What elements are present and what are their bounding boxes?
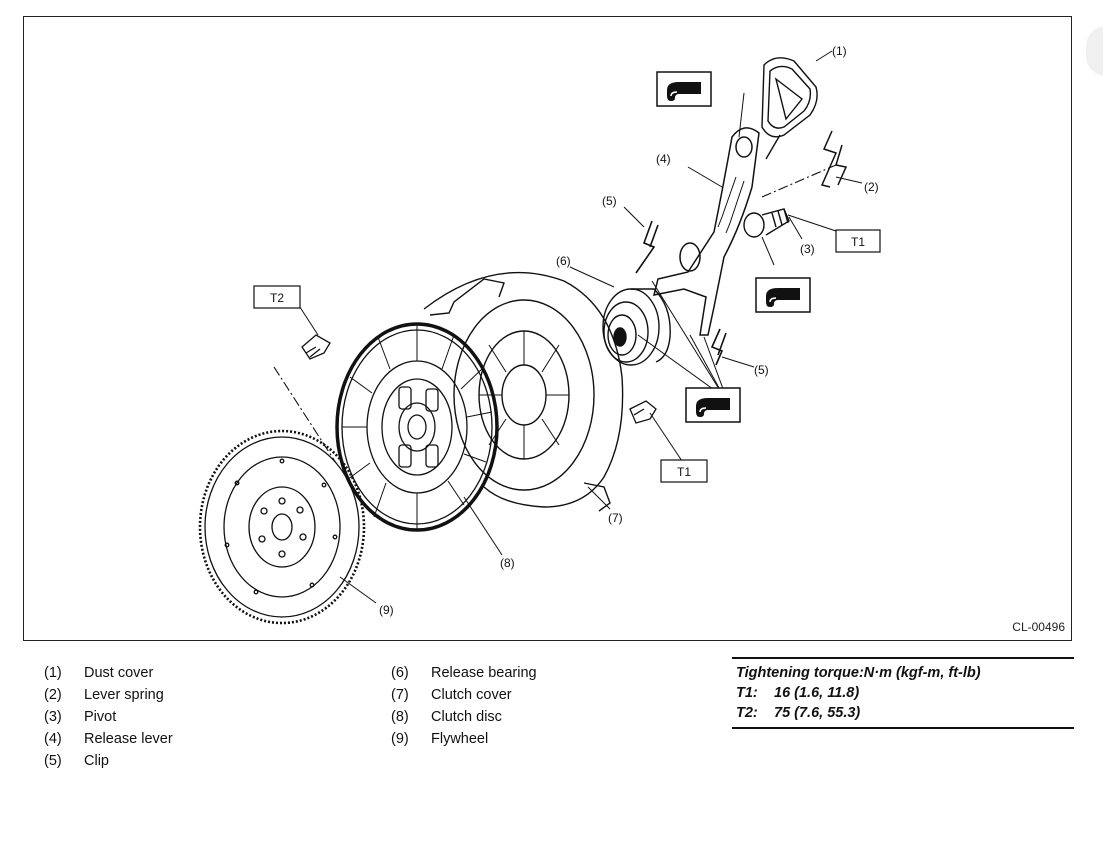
legend-number: (8) [391, 709, 409, 725]
legend-label: Dust cover [84, 665, 154, 681]
legend-number: (1) [44, 665, 62, 681]
torque-table: Tightening torque:N·m (kgf-m, ft-lb) T1:… [732, 657, 1074, 729]
callout-2: (2) [864, 180, 879, 194]
legend-number: (2) [44, 687, 62, 703]
release-lever [652, 127, 760, 336]
torque-key: T1: [736, 685, 758, 701]
legend-number: (4) [44, 731, 62, 747]
torque-tag-t1-upper: T1 [835, 229, 881, 253]
legend-item: (1) Dust cover [44, 662, 173, 684]
callout-5-upper: (5) [602, 194, 617, 208]
legend-item: (5) Clip [44, 750, 173, 772]
clip-upper [635, 220, 659, 274]
clutch-exploded-diagram: T1 T1 T2 (1) (2) (3) (4) (5) (5) (6) (7)… [198, 44, 881, 625]
legend-label: Release lever [84, 731, 173, 747]
pivot [743, 208, 790, 238]
legend-label: Lever spring [84, 687, 164, 703]
legend-number: (9) [391, 731, 409, 747]
legend-number: (3) [44, 709, 62, 725]
clip-lower [710, 328, 727, 366]
torque-tag-t1-lower: T1 [660, 459, 708, 483]
callout-6: (6) [556, 254, 571, 268]
legend-label: Release bearing [431, 665, 537, 681]
torque-heading: Tightening torque:N·m (kgf-m, ft-lb) [736, 665, 981, 681]
grease-application-icon [755, 277, 811, 313]
page-edge-tab [1086, 26, 1103, 76]
legend-label: Flywheel [431, 731, 489, 747]
legend-number: (7) [391, 687, 409, 703]
figure-code: CL-00496 [1012, 620, 1065, 634]
release-bearing [602, 288, 671, 366]
legend-item: (8) Clutch disc [391, 706, 537, 728]
grease-application-icon [685, 387, 741, 423]
legend-number: (6) [391, 665, 409, 681]
flywheel [198, 429, 366, 625]
callout-4: (4) [656, 152, 671, 166]
legend-number: (5) [44, 753, 62, 769]
legend-item: (7) Clutch cover [391, 684, 537, 706]
torque-tag-t2: T2 [253, 285, 301, 309]
legend-label: Clutch cover [431, 687, 512, 703]
grease-application-icon [656, 71, 712, 107]
callout-9: (9) [379, 603, 394, 617]
bolt-t1 [629, 400, 657, 424]
callout-8: (8) [500, 556, 515, 570]
callout-3: (3) [800, 242, 815, 256]
legend-item: (4) Release lever [44, 728, 173, 750]
clutch-cover [423, 271, 624, 512]
callout-5-lower: (5) [754, 363, 769, 377]
torque-value: 16 (1.6, 11.8) [774, 685, 860, 701]
exploded-view-figure: T1 T1 T2 (1) (2) (3) (4) (5) (5) (6) (7)… [23, 16, 1072, 641]
torque-value: 75 (7.6, 55.3) [774, 705, 861, 721]
svg-text:T1: T1 [851, 235, 865, 249]
legend-label: Clip [84, 753, 109, 769]
legend-item: (2) Lever spring [44, 684, 173, 706]
parts-legend-left: (1) Dust cover (2) Lever spring (3) Pivot (4) R… [44, 662, 173, 772]
legend-label: Clutch disc [431, 709, 502, 725]
legend-item: (6) Release bearing [391, 662, 537, 684]
svg-text:T2: T2 [270, 291, 284, 305]
legend-item: (3) Pivot [44, 706, 173, 728]
dust-cover [761, 57, 818, 160]
callout-7: (7) [608, 511, 623, 525]
torque-row-t2: T2: 75 (7.6, 55.3) [732, 703, 1074, 723]
svg-text:T1: T1 [677, 465, 691, 479]
legend-item: (9) Flywheel [391, 728, 537, 750]
legend-label: Pivot [84, 709, 117, 725]
bolt-t2 [301, 334, 331, 360]
lever-spring [820, 130, 848, 188]
clutch-disc [335, 322, 499, 532]
callout-1: (1) [832, 44, 847, 58]
parts-legend-right: (6) Release bearing (7) Clutch cover (8) Clut… [391, 662, 537, 750]
torque-row-t1: T1: 16 (1.6, 11.8) [732, 683, 1074, 703]
torque-key: T2: [736, 705, 758, 721]
